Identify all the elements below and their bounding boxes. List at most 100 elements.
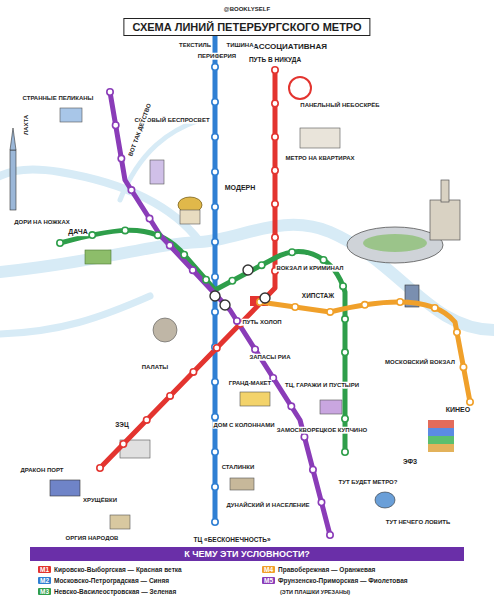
station-dot bbox=[318, 499, 324, 505]
station-dot bbox=[301, 434, 307, 440]
station-dot bbox=[272, 67, 278, 73]
station-dot bbox=[397, 299, 403, 305]
station-dot bbox=[212, 484, 218, 490]
legend-row: М1 Кировско-Выборгская — Красная ветка bbox=[38, 566, 182, 573]
map-label: МОДЕРН bbox=[224, 184, 257, 192]
metro-lines bbox=[60, 32, 470, 535]
station-dot bbox=[272, 201, 278, 207]
station-dot bbox=[212, 449, 218, 455]
map-label: ТЦ, ГАРАЖИ И ПУСТЫРИ bbox=[284, 382, 360, 389]
map-label: ВОКЗАЛ И КРИМИНАЛ bbox=[276, 265, 345, 272]
station-dot bbox=[212, 204, 218, 210]
map-label: ДОМ С КОЛОННАМИ bbox=[213, 422, 276, 429]
line-badge: М4 bbox=[264, 566, 273, 573]
station-dot bbox=[252, 346, 258, 352]
station-dot bbox=[310, 466, 316, 472]
map-title: СХЕМА ЛИНИЙ ПЕТЕРБУРГСКОГО МЕТРО bbox=[123, 18, 370, 36]
legend-row: М3 Невско-Василеостровская — Зеленая bbox=[38, 588, 176, 595]
station-dot bbox=[212, 64, 218, 70]
map-label: МОСКОВСКИЙ ВОКЗАЛ bbox=[384, 359, 456, 366]
station-dot bbox=[212, 134, 218, 140]
station-dot bbox=[212, 169, 218, 175]
map-label: АССОЦИАТИВНАЯ bbox=[252, 43, 328, 52]
station-dot bbox=[292, 304, 298, 310]
transfer-dot bbox=[243, 265, 253, 275]
station-dot bbox=[57, 240, 63, 246]
station-dot bbox=[146, 215, 152, 221]
station-dot bbox=[467, 399, 473, 405]
station-dot bbox=[212, 379, 218, 385]
map-label: ХРУЩЁВКИ bbox=[82, 497, 118, 504]
legend-text: Московско-Петроградская — Синяя bbox=[54, 577, 169, 584]
station-dot bbox=[258, 262, 264, 268]
station-dot bbox=[212, 99, 218, 105]
station-dot bbox=[272, 167, 278, 173]
station-dot bbox=[167, 393, 173, 399]
legend-swatch: М3 bbox=[38, 588, 51, 595]
line-badge: М1 bbox=[40, 566, 49, 573]
station-dots bbox=[57, 29, 473, 538]
station-dot bbox=[432, 305, 438, 311]
line-badge: М3 bbox=[40, 588, 49, 595]
map-label: ДАЧА bbox=[67, 228, 88, 236]
transfer-dot bbox=[210, 291, 220, 301]
station-dot bbox=[288, 403, 294, 409]
legend-text: Невско-Василеостровская — Зеленая bbox=[54, 588, 176, 595]
station-dot bbox=[342, 349, 348, 355]
legend-swatch: М5 bbox=[262, 577, 275, 584]
station-dot bbox=[89, 232, 95, 238]
map-label: ТУТ БУДЕТ МЕТРО? bbox=[338, 479, 399, 486]
legend-note: (ЭТИ ПЛАШКИ УРЕЗАНЫ) bbox=[280, 589, 350, 595]
map-label: ТИШИНА bbox=[226, 42, 255, 49]
map-label: ТЦ «БЕСКОНЕЧНОСТЬ» bbox=[192, 536, 271, 543]
map-label: ДУНАЙСКИЙ И НАСЕЛЕНИЕ bbox=[225, 502, 310, 509]
station-dot bbox=[212, 414, 218, 420]
station-dot bbox=[460, 364, 466, 370]
station-dot bbox=[155, 232, 161, 238]
legend-row: М5Фрунзенско-Приморская — Фиолетовая bbox=[262, 577, 408, 584]
station-dot bbox=[327, 309, 333, 315]
map-label: ЗАПАСЫ РИА bbox=[248, 354, 291, 361]
legend-row: М2 Московско-Петроградская — Синяя bbox=[38, 577, 169, 584]
map-label: МЕТРО НА КВАРТИРАХ bbox=[285, 155, 356, 162]
station-dot bbox=[212, 239, 218, 245]
station-dot bbox=[181, 252, 187, 258]
station-dot bbox=[327, 532, 333, 538]
line-badge: М2 bbox=[40, 577, 49, 584]
station-dot bbox=[128, 187, 134, 193]
legend-swatch: М1 bbox=[38, 566, 51, 573]
map-label: @BOOKLYSELF bbox=[223, 6, 271, 13]
map-label: ДРАКОН ПОРТ bbox=[20, 467, 65, 474]
station-dot bbox=[122, 227, 128, 233]
legend-heading-band: К ЧЕМУ ЭТИ УСЛОВНОСТИ? bbox=[30, 547, 464, 561]
station-dot bbox=[212, 274, 218, 280]
station-dot bbox=[190, 369, 196, 375]
station-dot bbox=[144, 417, 150, 423]
station-dot bbox=[272, 100, 278, 106]
station-dot bbox=[320, 257, 326, 263]
station-dot bbox=[272, 134, 278, 140]
station-dot bbox=[342, 316, 348, 322]
legend-text: Кировско-Выборгская — Красная ветка bbox=[54, 566, 182, 573]
station-dot bbox=[340, 283, 346, 289]
map-label: ПАЛАТЫ bbox=[141, 364, 170, 371]
map-label: ГРАНД-МАКЕТ bbox=[228, 380, 272, 387]
station-dot bbox=[118, 155, 124, 161]
transfer-dot bbox=[260, 293, 270, 303]
map-label: ХИПСТАЖ bbox=[301, 292, 335, 299]
legend-row: М4Правобережная — Оранжевая bbox=[262, 566, 375, 573]
station-dot bbox=[212, 309, 218, 315]
station-dot bbox=[342, 449, 348, 455]
map-label: ОРГИЯ НАРОДОВ bbox=[65, 535, 120, 542]
map-label: ДОРИ НА НОЖКАХ bbox=[13, 219, 71, 226]
legend-swatch: М2 bbox=[38, 577, 51, 584]
map-label: ПУТЬ В НИКУДА bbox=[248, 56, 302, 63]
legend-swatch: М4 bbox=[262, 566, 275, 573]
station-dot bbox=[229, 278, 235, 284]
station-dot bbox=[190, 267, 196, 273]
map-label: ЭФЗ bbox=[402, 458, 418, 465]
map-label: СТРАННЫЕ ПЕЛИКАНЫ bbox=[22, 95, 95, 102]
station-dot bbox=[107, 89, 113, 95]
station-dot bbox=[112, 122, 118, 128]
